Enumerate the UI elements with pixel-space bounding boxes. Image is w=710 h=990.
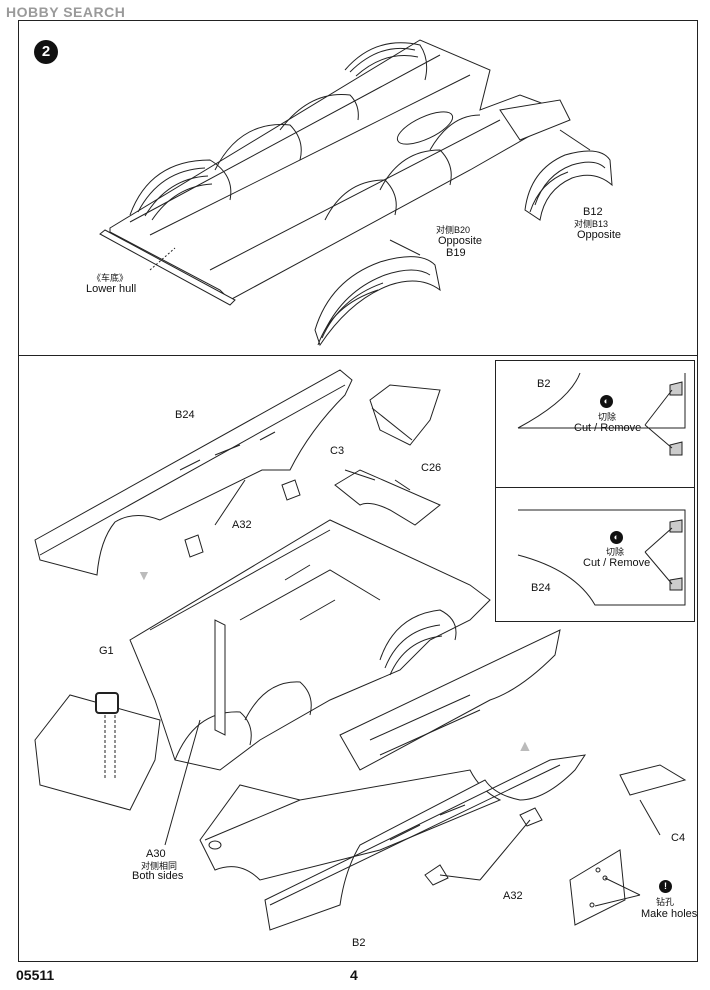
a32-part-top-1: [281, 479, 301, 501]
label-c4: C4: [671, 832, 686, 844]
g1-front-plate: [34, 692, 161, 811]
label-make-holes: Make holes: [641, 908, 698, 920]
label-c26: C26: [421, 462, 442, 474]
down-arrow-icon: ▼: [137, 567, 151, 583]
label-a30: A30: [146, 848, 166, 860]
label-b13-opposite: 对侧B13: [574, 219, 609, 229]
label-b12: B12: [583, 206, 603, 218]
cut-detail-inset: [495, 360, 695, 622]
a32-part-bottom-2: [519, 807, 543, 827]
inset-cut-cn-2: 切除: [606, 547, 625, 557]
b12-fender: [524, 150, 613, 221]
label-a32-bottom: A32: [503, 890, 523, 902]
watermark: HOBBY SEARCH: [6, 4, 126, 20]
label-c3: C3: [330, 445, 345, 457]
label-b19: B19: [446, 247, 466, 259]
cut-symbol-icon: ◐: [600, 395, 613, 408]
c4-part: [619, 764, 687, 796]
lower-hull-chassis: [99, 39, 571, 306]
label-b20-opposite: 对侧B20: [436, 225, 471, 235]
page-frame: [18, 20, 698, 962]
b19-fender: [314, 256, 441, 347]
label-opposite-2: Opposite: [577, 229, 622, 241]
inset-divider: [495, 487, 695, 488]
label-both-sides-cn: 对侧相同: [141, 861, 178, 871]
catalog-number: 05511: [16, 967, 55, 983]
inset-b24-outline: [517, 509, 686, 606]
section-divider: [18, 355, 698, 356]
a32-part-bottom-1: [424, 864, 449, 886]
hull-main-body: [129, 519, 491, 771]
label-b2: B2: [352, 937, 366, 949]
label-make-holes-cn: 钻孔: [656, 897, 675, 907]
label-lower-hull: Lower hull: [86, 283, 137, 295]
label-lower-hull-cn: 《车底》: [92, 273, 129, 283]
step-number-badge: 2: [34, 40, 58, 64]
label-a32-top: A32: [232, 519, 252, 531]
label-b24: B24: [175, 409, 195, 421]
c3-part: [369, 384, 441, 446]
up-arrow-icon: ▲: [517, 738, 533, 755]
label-g1: G1: [99, 645, 114, 657]
b24-side-plate: [34, 369, 353, 576]
inset-label-b24: B24: [531, 582, 551, 594]
inset-b2-outline: [517, 372, 686, 456]
inset-cut-1: Cut / Remove: [574, 422, 642, 434]
b2-side-plate: [264, 754, 587, 931]
inset-label-b2: B2: [537, 378, 551, 390]
a32-part-top-2: [184, 534, 204, 558]
page-number: 4: [350, 967, 358, 983]
drill-symbol-icon: !: [659, 880, 672, 893]
lower-left-side-plate: [199, 769, 502, 881]
upper-side-plate: [339, 629, 561, 771]
c26-part: [334, 469, 441, 526]
drill-detail-plate: [569, 849, 626, 926]
inset-cut-cn-1: 切除: [598, 412, 617, 422]
label-opposite-1: Opposite: [438, 235, 483, 247]
inset-cut-2: Cut / Remove: [583, 557, 651, 569]
label-both-sides: Both sides: [132, 870, 184, 882]
cut-symbol-icon: ◐: [610, 531, 623, 544]
